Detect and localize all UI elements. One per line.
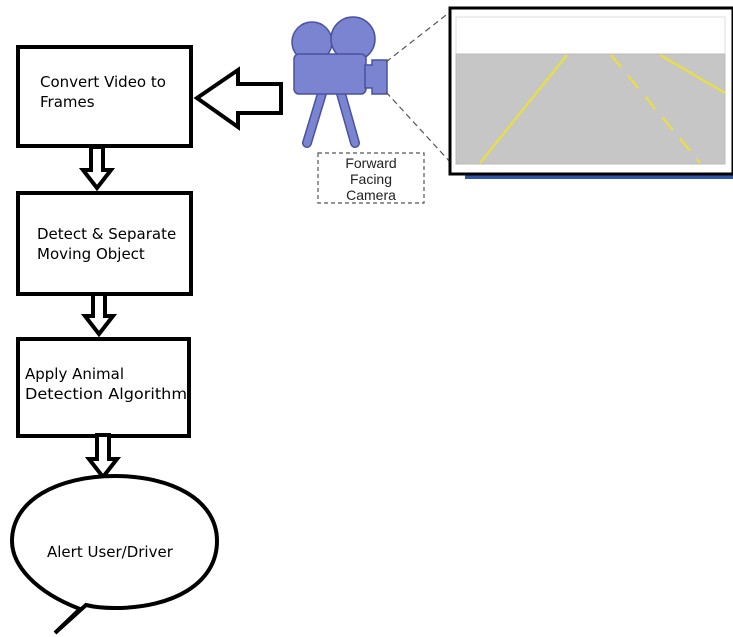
down-arrow-1 [78, 145, 116, 192]
step-box [16, 337, 191, 438]
screen-sky [455, 16, 726, 55]
road-view-screen [448, 6, 733, 179]
lane-line-right [659, 54, 726, 94]
camera-label-line3: Camera [346, 187, 396, 203]
down-arrow-2 [80, 292, 118, 338]
view-line-bottom [385, 91, 452, 164]
step-label-line2: Detection Algorithm [25, 385, 187, 403]
step-box [16, 45, 193, 148]
view-line-top [385, 11, 451, 63]
down-arrow-3 [84, 433, 122, 481]
camera-label-line1: Forward [345, 155, 396, 171]
video-camera-icon [291, 16, 388, 148]
step-convert-video: Convert Video to Frames [16, 45, 193, 148]
alert-label: Alert User/Driver [47, 543, 174, 561]
step-apply-algorithm: Apply Animal Detection Algorithm [16, 337, 191, 438]
camera-label: Forward Facing Camera [317, 152, 425, 204]
lane-line-left [479, 54, 568, 164]
screen-road [455, 53, 726, 165]
camera-to-frames-arrow [193, 66, 283, 131]
step-label-line1: Detect & Separate [37, 225, 176, 243]
step-label-line1: Apply Animal [25, 365, 124, 383]
lane-line-center-dashed [610, 54, 701, 164]
step-detect-separate: Detect & Separate Moving Object [16, 191, 193, 296]
step-label-line1: Convert Video to [40, 73, 166, 91]
camera-label-box [317, 152, 425, 204]
step-box [16, 191, 193, 296]
screen-shadow [465, 174, 733, 179]
step-label-line2: Frames [40, 93, 95, 111]
speech-bubble-shape [9, 473, 220, 635]
camera-label-line2: Facing [350, 171, 392, 187]
alert-speech-bubble: Alert User/Driver [9, 473, 220, 635]
step-label-line2: Moving Object [37, 245, 145, 263]
